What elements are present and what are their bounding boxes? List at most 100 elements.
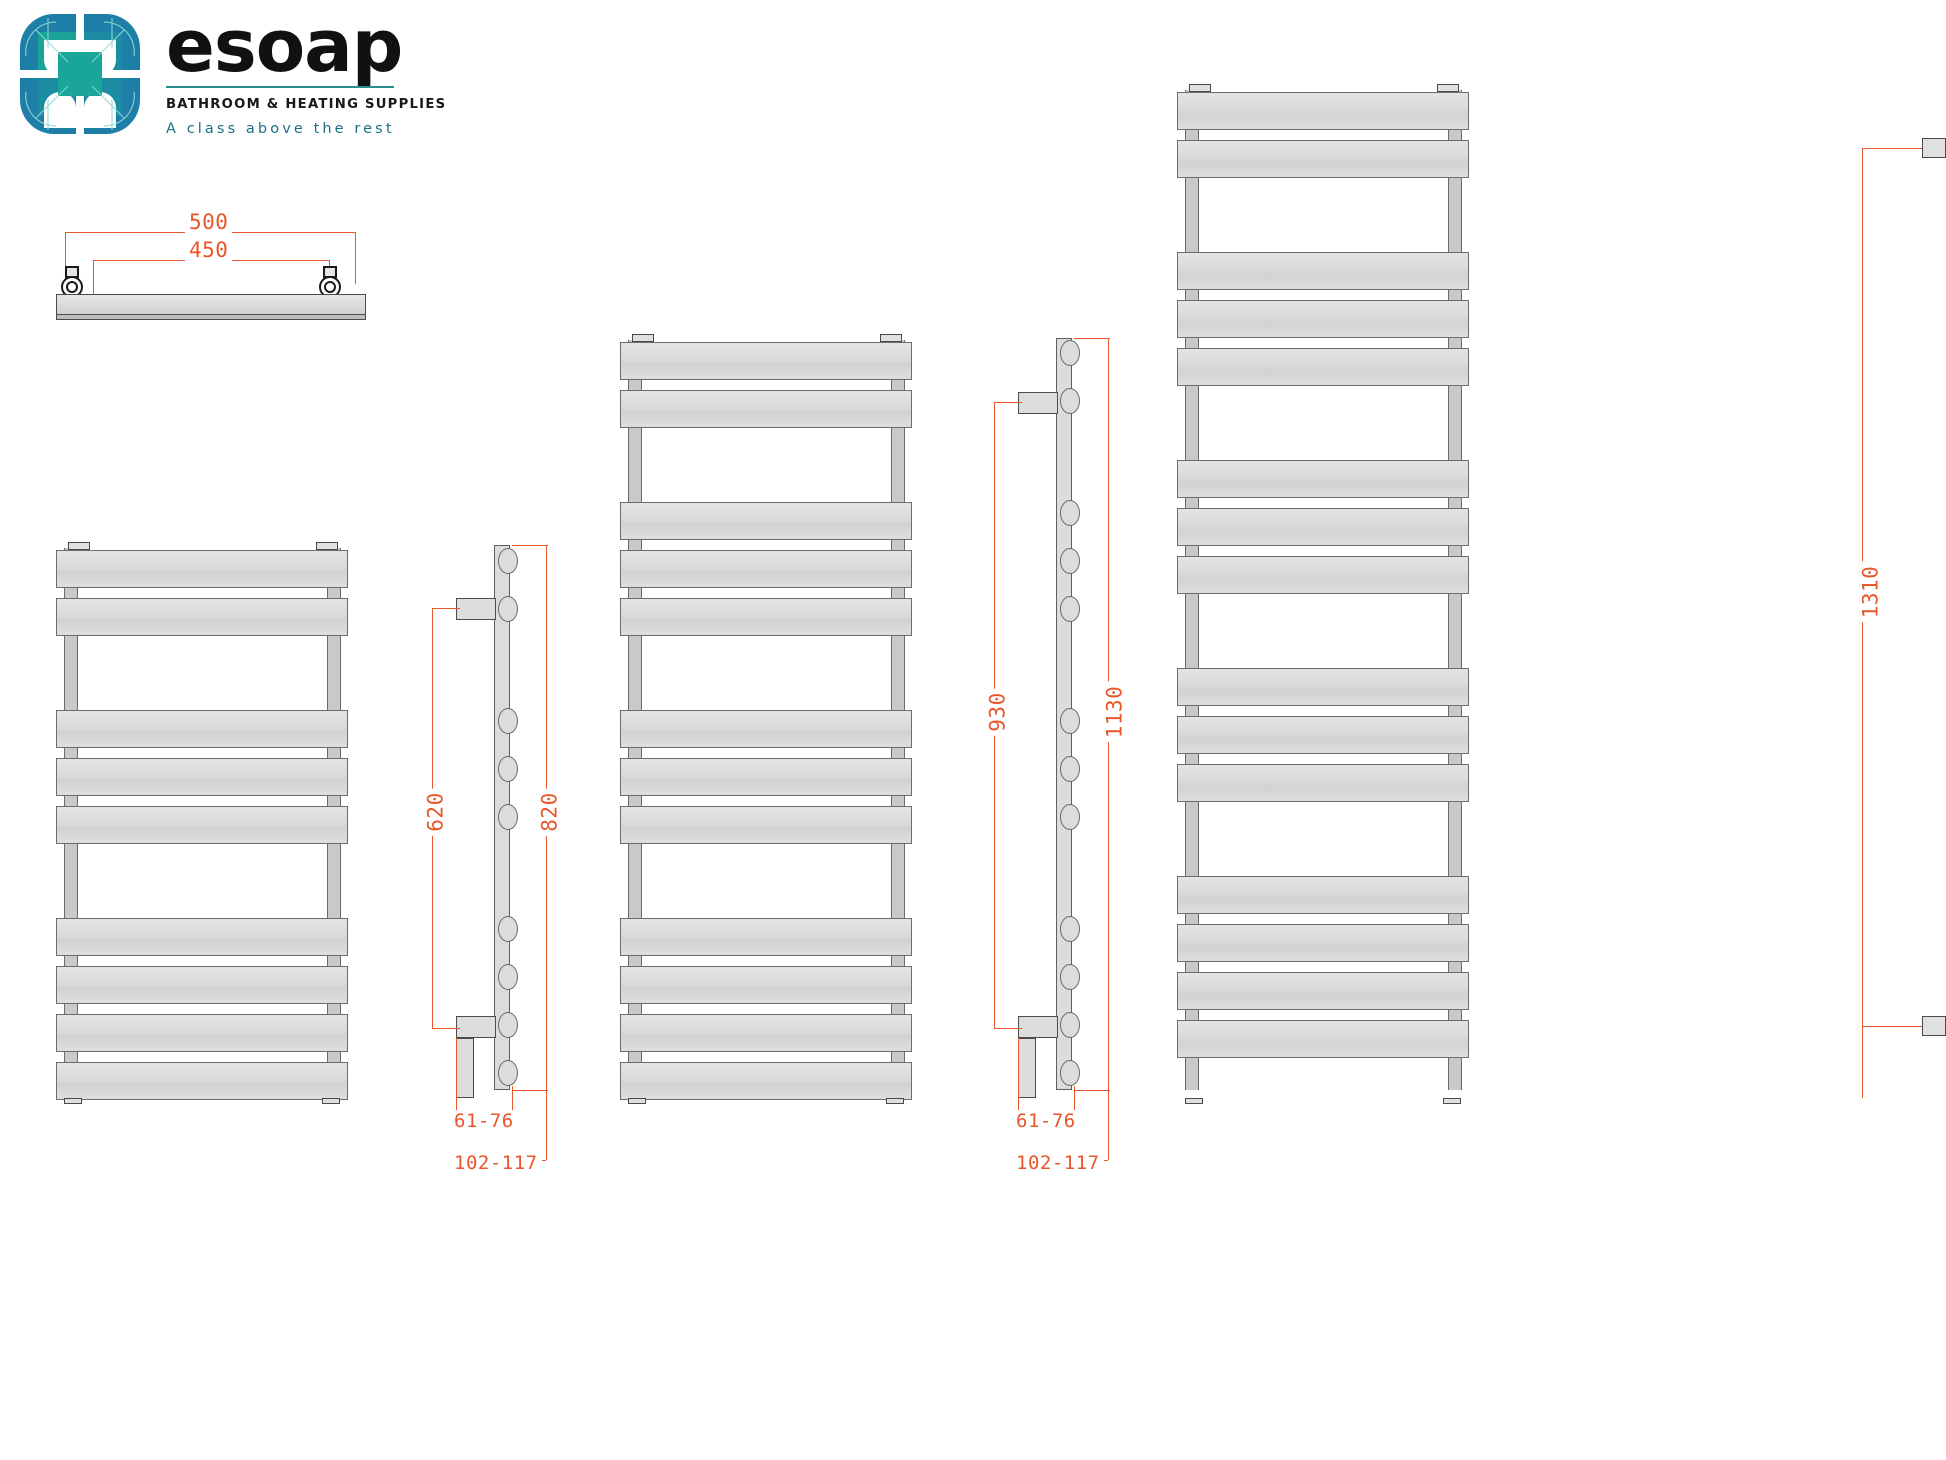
dim-label-1310: 1310 (1858, 561, 1883, 623)
dim-1310-top-marker (1922, 138, 1946, 158)
front-small-bar-1 (56, 550, 348, 588)
side-small-bar-end-1 (498, 548, 518, 574)
side-small-bar-end-2 (498, 596, 518, 622)
front-large-bar-5 (1177, 348, 1469, 386)
front-medium-bar-2 (620, 390, 912, 428)
front-large-nub-right (1437, 84, 1459, 92)
side-medium-bar-end-7 (1060, 756, 1080, 782)
front-small-nub-right (316, 542, 338, 550)
side-medium-bar-end-5 (1060, 596, 1080, 622)
esoap-logo-mark (14, 8, 146, 140)
front-small-bar-6 (56, 918, 348, 956)
front-small-bar-3 (56, 710, 348, 748)
side-small-bar-end-7 (498, 964, 518, 990)
dim-ext-61b-left (1018, 1038, 1019, 1118)
front-large-bar-9 (1177, 668, 1469, 706)
front-large-bar-15 (1177, 1020, 1469, 1058)
front-large-bar-12 (1177, 876, 1469, 914)
dim-ext-820-bottom (512, 1090, 548, 1091)
front-large-bar-11 (1177, 764, 1469, 802)
front-medium-nub-right (880, 334, 902, 342)
side-small-bar-end-9 (498, 1060, 518, 1086)
side-medium-bar-end-6 (1060, 708, 1080, 734)
front-small-bar-2 (56, 598, 348, 636)
side-small-valve-top (456, 598, 496, 620)
dim-ext-1130-top (1074, 338, 1110, 339)
brand-subtitle: BATHROOM & HEATING SUPPLIES (166, 97, 447, 112)
front-medium-bar-8 (620, 806, 912, 844)
side-small-bar-end-6 (498, 916, 518, 942)
dim-label-620: 620 (423, 788, 448, 836)
dim-ext-1310-bottom (1862, 1026, 1922, 1027)
dim-label-102-117-b: 102-117 (1012, 1152, 1104, 1174)
side-small-bar-end-3 (498, 708, 518, 734)
dim-ext-61b-right (1074, 1086, 1075, 1118)
side-medium-bar-end-2 (1060, 388, 1080, 414)
plan-view-rail-edge (56, 314, 366, 320)
plan-bracket-inner-left (66, 281, 78, 293)
dim-line-1310 (1862, 148, 1863, 1098)
brand-divider (166, 86, 394, 88)
front-medium-bar-10 (620, 966, 912, 1004)
dim-1310-bottom-marker (1922, 1016, 1946, 1036)
front-medium-bar-3 (620, 502, 912, 540)
side-medium-bar-end-11 (1060, 1012, 1080, 1038)
front-small-bar-5 (56, 806, 348, 844)
front-small-foot-left (64, 1098, 82, 1104)
dim-label-820: 820 (537, 788, 562, 836)
front-medium-bar-9 (620, 918, 912, 956)
front-medium-bar-7 (620, 758, 912, 796)
dim-ext-620-top (432, 608, 460, 609)
front-medium-nub-left (632, 334, 654, 342)
front-medium-bar-4 (620, 550, 912, 588)
dim-ext-930-top (994, 402, 1022, 403)
dim-ext-61-left (456, 1038, 457, 1118)
front-medium-bar-11 (620, 1014, 912, 1052)
dim-label-930: 930 (985, 688, 1010, 736)
side-medium-bar-end-4 (1060, 548, 1080, 574)
side-small-bar-end-5 (498, 804, 518, 830)
front-large-bar-8 (1177, 556, 1469, 594)
dim-ext-1310-top (1862, 148, 1922, 149)
front-medium-bar-12 (620, 1062, 912, 1100)
front-large-foot-left (1185, 1098, 1203, 1104)
side-small-bar-end-8 (498, 1012, 518, 1038)
front-large-bar-3 (1177, 252, 1469, 290)
front-large-bar-1 (1177, 92, 1469, 130)
dim-ext-102-right (546, 1090, 547, 1160)
side-medium-bar-end-9 (1060, 916, 1080, 942)
dim-ext-930-bottom (994, 1028, 1022, 1029)
dim-label-450: 450 (185, 238, 233, 262)
front-large-bar-7 (1177, 508, 1469, 546)
dim-ext-450-left (93, 260, 94, 294)
dim-label-102-117: 102-117 (450, 1152, 542, 1174)
side-medium-valve-bottom (1018, 1016, 1058, 1038)
brand-tagline: A class above the rest (166, 121, 395, 137)
dim-ext-1130-bottom (1074, 1090, 1110, 1091)
dim-ext-620-bottom (432, 1028, 460, 1029)
side-medium-bar-end-8 (1060, 804, 1080, 830)
front-small-bar-9 (56, 1062, 348, 1100)
front-large-bar-10 (1177, 716, 1469, 754)
front-large-nub-left (1189, 84, 1211, 92)
side-medium-bar-end-3 (1060, 500, 1080, 526)
dim-ext-820-top (512, 545, 548, 546)
brand-text-block: esoap BATHROOM & HEATING SUPPLIES A clas… (166, 4, 447, 150)
front-small-nub-left (68, 542, 90, 550)
front-large-bar-13 (1177, 924, 1469, 962)
side-medium-pipe-bottom (1018, 1038, 1036, 1098)
front-medium-foot-left (628, 1098, 646, 1104)
front-medium-bar-1 (620, 342, 912, 380)
side-small-pipe-bottom (456, 1038, 474, 1098)
dim-ext-102b-right (1108, 1090, 1109, 1160)
front-medium-bar-5 (620, 598, 912, 636)
dim-ext-500-right (355, 232, 356, 284)
side-small-valve-bottom (456, 1016, 496, 1038)
brand-wordmark: esoap (166, 4, 403, 88)
dim-label-1130: 1130 (1102, 681, 1127, 743)
dim-ext-61-right (512, 1086, 513, 1118)
front-medium-bar-6 (620, 710, 912, 748)
dim-label-500: 500 (185, 210, 233, 234)
side-medium-bar-end-12 (1060, 1060, 1080, 1086)
